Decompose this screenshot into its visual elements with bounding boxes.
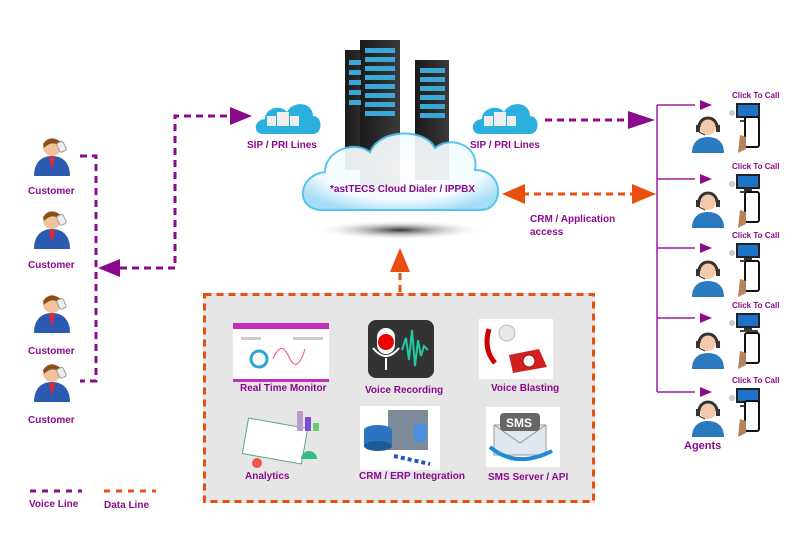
arrow-head-crm-left bbox=[502, 184, 525, 204]
cloud-server-icon bbox=[302, 40, 500, 240]
smartphone-in-hand-icon bbox=[738, 116, 760, 153]
crm-access-label-line1: CRM / Application bbox=[530, 214, 616, 225]
database-server-icon bbox=[360, 406, 440, 470]
microphone-icon bbox=[368, 320, 434, 378]
customer-on-phone-icon bbox=[34, 138, 70, 176]
feature-label-real-time-monitor: Real Time Monitor bbox=[240, 383, 327, 394]
smartphone-in-hand-icon bbox=[738, 332, 760, 369]
legend-data-line-label: Data Line bbox=[104, 500, 150, 511]
customer-avatar bbox=[30, 291, 76, 333]
sms-envelope-icon: SMS bbox=[486, 407, 560, 467]
customer-avatar bbox=[30, 360, 76, 402]
feature-label-voice-recording: Voice Recording bbox=[365, 385, 444, 396]
click-to-call-desktop bbox=[728, 311, 762, 338]
agent-smartphone bbox=[736, 259, 762, 302]
sip-cloud-left bbox=[253, 98, 323, 145]
customer-label: Customer bbox=[28, 186, 75, 197]
feature-label-analytics: Analytics bbox=[245, 471, 290, 482]
feature-label-crm-erp-integration: CRM / ERP Integration bbox=[359, 471, 465, 482]
cloud-dialer-group bbox=[300, 40, 520, 250]
feature-label-voice-blasting: Voice Blasting bbox=[491, 383, 560, 394]
click-to-call-label[interactable]: Click To Call bbox=[732, 162, 780, 171]
crm-access-label-line2: access bbox=[530, 227, 564, 238]
telephone-icon bbox=[479, 319, 553, 379]
sip-left-label: SIP / PRI Lines bbox=[247, 140, 317, 151]
customer-avatar bbox=[30, 207, 76, 249]
features-panel: Real Time Monitor Voice Recording Voice … bbox=[203, 293, 595, 503]
cloud-icon bbox=[472, 104, 538, 134]
agent-avatar bbox=[688, 113, 728, 153]
smartphone-in-hand-icon bbox=[738, 191, 760, 228]
customer-label: Customer bbox=[28, 415, 75, 426]
arrow-head-customers bbox=[98, 259, 120, 277]
agent-headset-icon bbox=[692, 332, 724, 369]
agent-headset-icon bbox=[692, 400, 724, 437]
customer-voice-bracket bbox=[80, 154, 98, 383]
legend-voice-line-label: Voice Line bbox=[29, 499, 79, 510]
arrow-head-crm-right bbox=[632, 184, 656, 204]
agents-label: Agents bbox=[684, 440, 722, 452]
click-to-call-desktop bbox=[728, 101, 762, 128]
agent-headset-icon bbox=[692, 191, 724, 228]
agent-smartphone bbox=[736, 190, 762, 233]
features-panel-border bbox=[203, 293, 595, 503]
svg-text:SMS: SMS bbox=[506, 416, 532, 430]
desktop-computer-icon bbox=[729, 103, 760, 122]
voice-line-to-sip-left bbox=[120, 114, 232, 270]
agent-smartphone bbox=[736, 331, 762, 374]
smartphone-in-hand-icon bbox=[738, 400, 760, 437]
dashboard-icon bbox=[233, 323, 329, 382]
agent-smartphone bbox=[736, 115, 762, 158]
agent-avatar bbox=[688, 397, 728, 437]
customer-label: Customer bbox=[28, 260, 75, 271]
click-to-call-label[interactable]: Click To Call bbox=[732, 301, 780, 310]
sip-right-label: SIP / PRI Lines bbox=[470, 140, 540, 151]
sip-cloud-right bbox=[470, 98, 540, 145]
agent-headset-icon bbox=[692, 260, 724, 297]
cloud-dialer-label: *astTECS Cloud Dialer / IPPBX bbox=[330, 184, 476, 195]
click-to-call-label[interactable]: Click To Call bbox=[732, 91, 780, 100]
agent-avatar bbox=[688, 329, 728, 369]
agent-bus bbox=[656, 104, 695, 393]
desktop-computer-icon bbox=[729, 313, 760, 332]
feature-label-sms-server-api: SMS Server / API bbox=[488, 472, 569, 483]
click-to-call-label[interactable]: Click To Call bbox=[732, 376, 780, 385]
agent-avatar bbox=[688, 188, 728, 228]
customer-avatar bbox=[30, 134, 76, 176]
smartphone-in-hand-icon bbox=[738, 260, 760, 297]
agent-headset-icon bbox=[692, 116, 724, 153]
analytics-icon bbox=[241, 411, 329, 471]
arrow-head-features-up bbox=[390, 248, 410, 272]
customer-on-phone-icon bbox=[34, 364, 70, 402]
customer-label: Customer bbox=[28, 346, 75, 357]
arrow-head-sip-left bbox=[230, 107, 252, 125]
agent-branch-arrows bbox=[700, 100, 712, 397]
agent-avatar bbox=[688, 257, 728, 297]
customer-on-phone-icon bbox=[34, 211, 70, 249]
cloud-icon bbox=[255, 104, 321, 134]
customer-on-phone-icon bbox=[34, 295, 70, 333]
click-to-call-label[interactable]: Click To Call bbox=[732, 231, 780, 240]
arrow-head-agents-voice bbox=[628, 111, 655, 129]
agent-smartphone bbox=[736, 399, 762, 442]
